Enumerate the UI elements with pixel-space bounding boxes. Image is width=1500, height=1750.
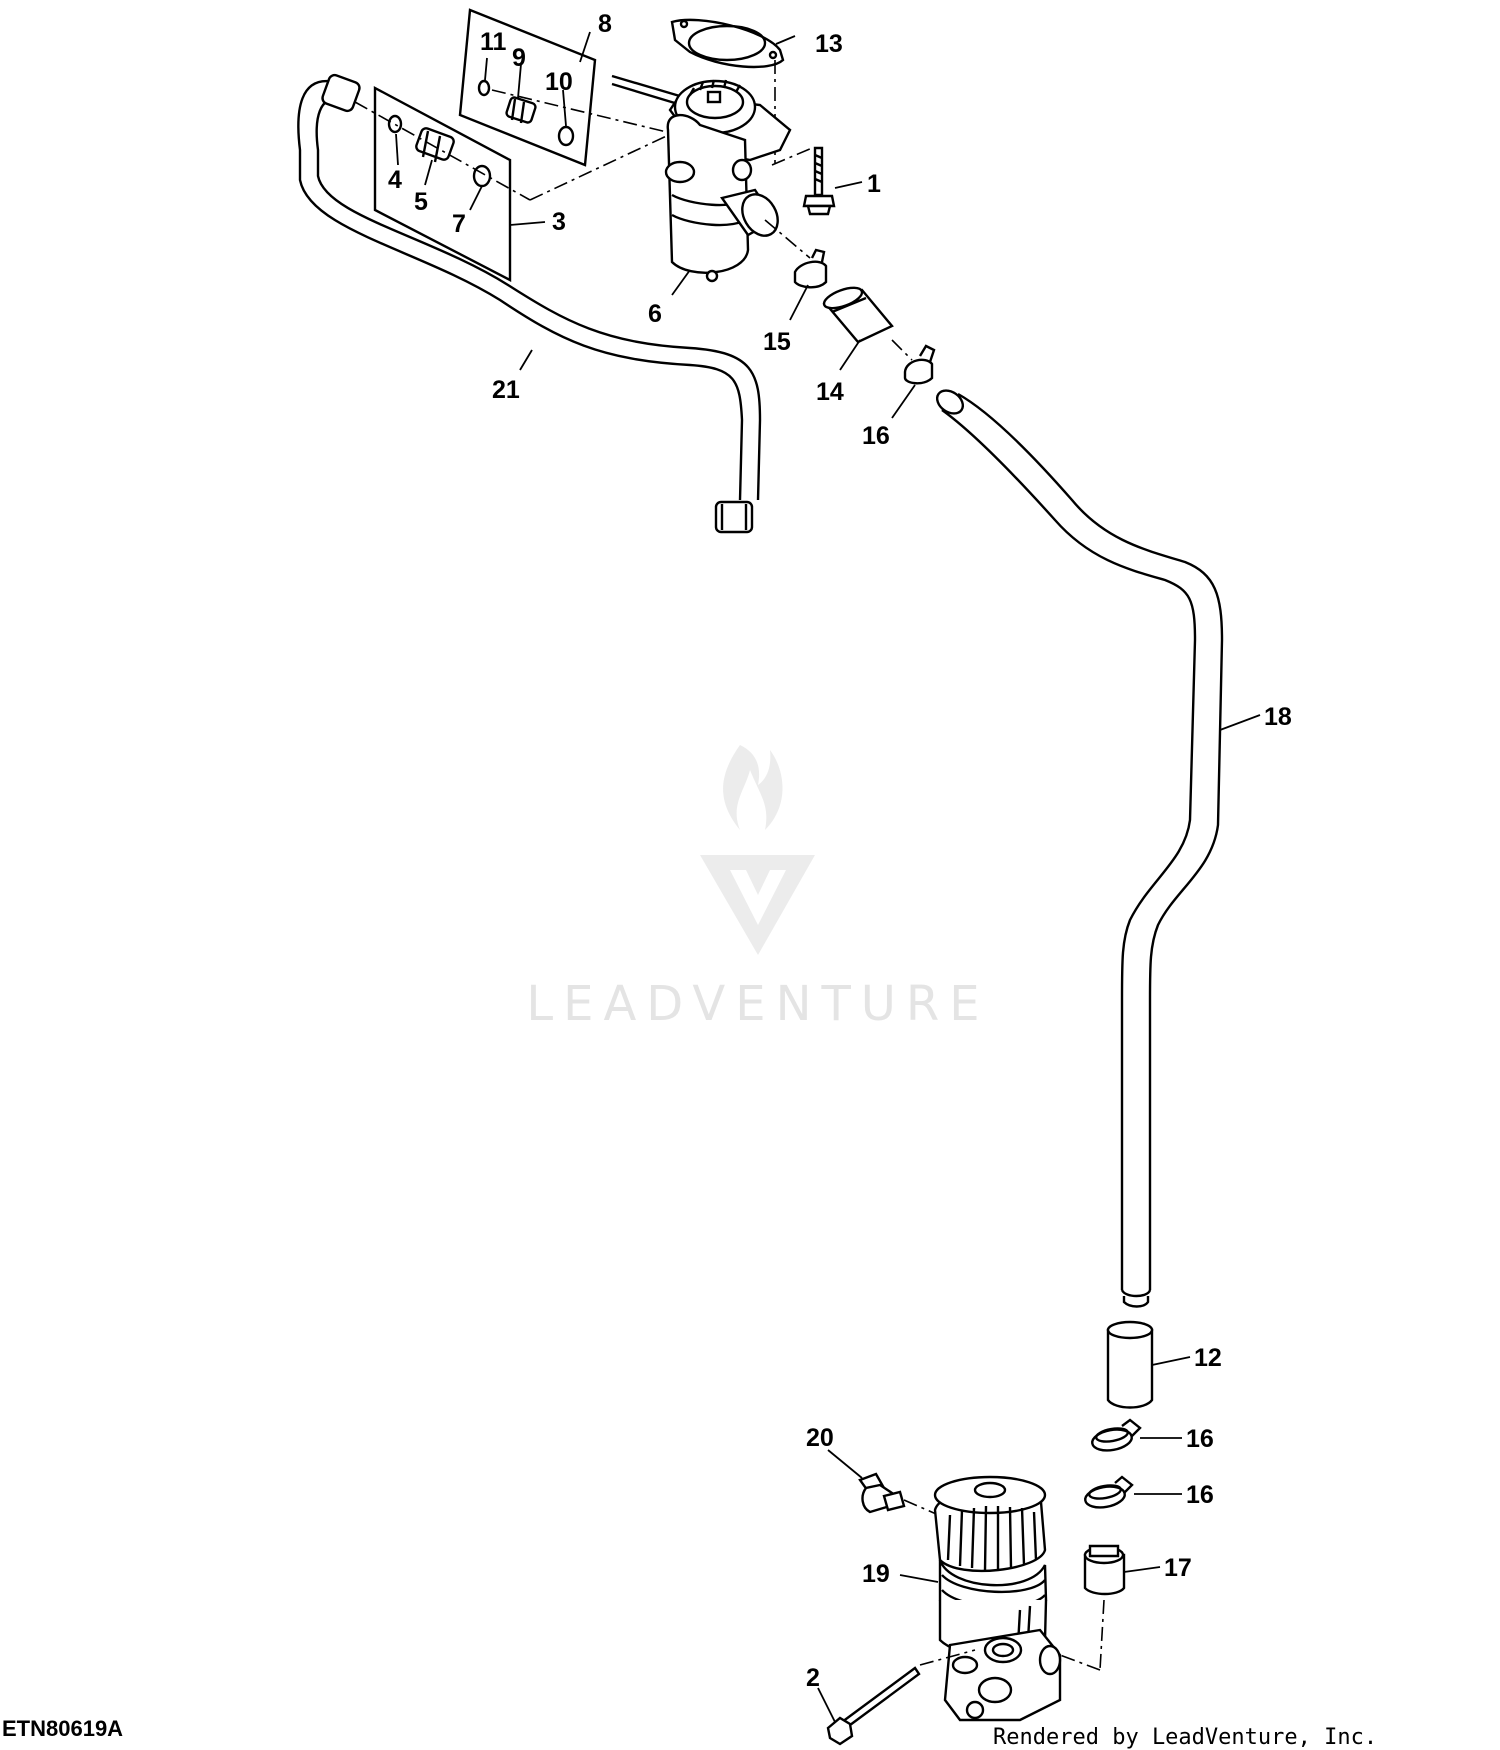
callout-5: 5 <box>414 188 428 216</box>
callout-21: 21 <box>492 376 520 404</box>
callout-9: 9 <box>512 44 526 72</box>
cap-screw-2 <box>826 1649 976 1746</box>
callout-19: 19 <box>862 1560 890 1588</box>
callout-8: 8 <box>598 10 612 38</box>
fuel-hose-18 <box>935 389 1224 1308</box>
watermark: LEADVENTURE <box>526 745 989 1032</box>
hose-clamp-16-middle <box>1091 1418 1142 1452</box>
watermark-text: LEADVENTURE <box>526 976 989 1032</box>
connector-tube-12 <box>1106 1320 1154 1409</box>
fuel-line-tube-21 <box>297 73 762 534</box>
callout-7: 7 <box>452 210 466 238</box>
callout-18: 18 <box>1264 703 1292 731</box>
vent-fitting-20 <box>858 1472 951 1521</box>
cap-screw-1 <box>771 146 836 216</box>
hose-clamp-15 <box>793 248 828 289</box>
hose-clamp-16-lower <box>1084 1475 1134 1509</box>
hose-clamp-16-upper <box>891 339 936 385</box>
callout-16-upper: 16 <box>862 422 890 450</box>
gasket-13 <box>670 18 785 165</box>
leadventure-flame-logo-icon <box>700 745 815 955</box>
callout-10: 10 <box>545 68 573 96</box>
callout-20: 20 <box>806 1424 834 1452</box>
callout-13: 13 <box>815 30 843 58</box>
callout-11: 11 <box>480 28 507 56</box>
callout-12: 12 <box>1194 1344 1222 1372</box>
callout-3: 3 <box>552 208 566 236</box>
fuel-transfer-pump-6 <box>611 74 811 283</box>
callout-2: 2 <box>806 1664 820 1692</box>
callout-4: 4 <box>388 166 402 194</box>
callout-labels: 8 11 9 10 13 1 4 5 7 3 6 21 15 14 16 18 … <box>388 10 1292 1692</box>
fitting-kit-box-8 <box>458 8 701 167</box>
callout-14: 14 <box>816 378 844 406</box>
hose-adapter-14 <box>822 286 894 344</box>
callout-6: 6 <box>648 300 662 328</box>
fuel-filter-assembly-19 <box>933 1475 1062 1722</box>
inlet-fitting-17 <box>1059 1544 1126 1671</box>
callout-17: 17 <box>1164 1554 1192 1582</box>
leader-lines <box>395 31 1261 1723</box>
fitting-kit-box-3 <box>354 86 691 282</box>
render-credit: Rendered by LeadVenture, Inc. <box>993 1725 1377 1750</box>
callout-15: 15 <box>763 328 791 356</box>
reference-code: ETN80619A <box>2 1716 123 1741</box>
callout-16-middle: 16 <box>1186 1425 1214 1453</box>
callout-1: 1 <box>867 170 881 198</box>
callout-16-lower: 16 <box>1186 1481 1214 1509</box>
